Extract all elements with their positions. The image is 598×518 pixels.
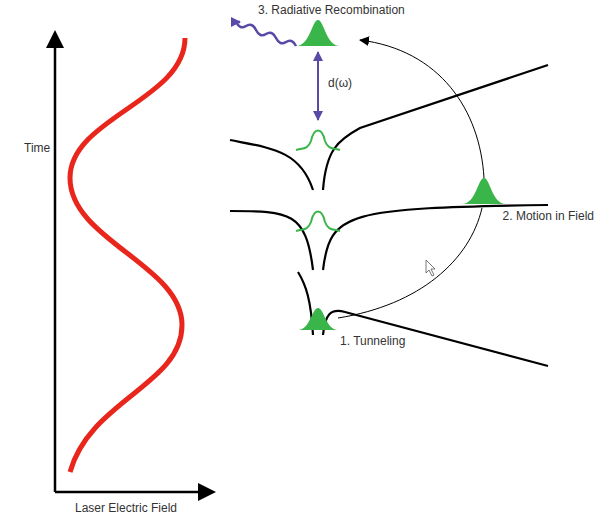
mouse-cursor [426,260,435,276]
photon-wave [236,22,296,46]
step-label: 3. Radiative Recombination [258,4,405,17]
dipole-label: d(ω) [328,77,352,90]
electron-trajectory [360,40,484,178]
potential-curves [230,65,548,366]
axes [46,30,216,501]
step-label: 2. Motion in Field [503,210,594,223]
dipole-arrow [317,52,319,120]
axis-label: Laser Electric Field [75,502,177,515]
electron-trajectory [338,208,482,318]
step-label: 1. Tunneling [340,335,405,348]
wavepackets [296,20,506,330]
laser-field-curve [70,38,185,472]
axis-label: Time [24,142,50,155]
